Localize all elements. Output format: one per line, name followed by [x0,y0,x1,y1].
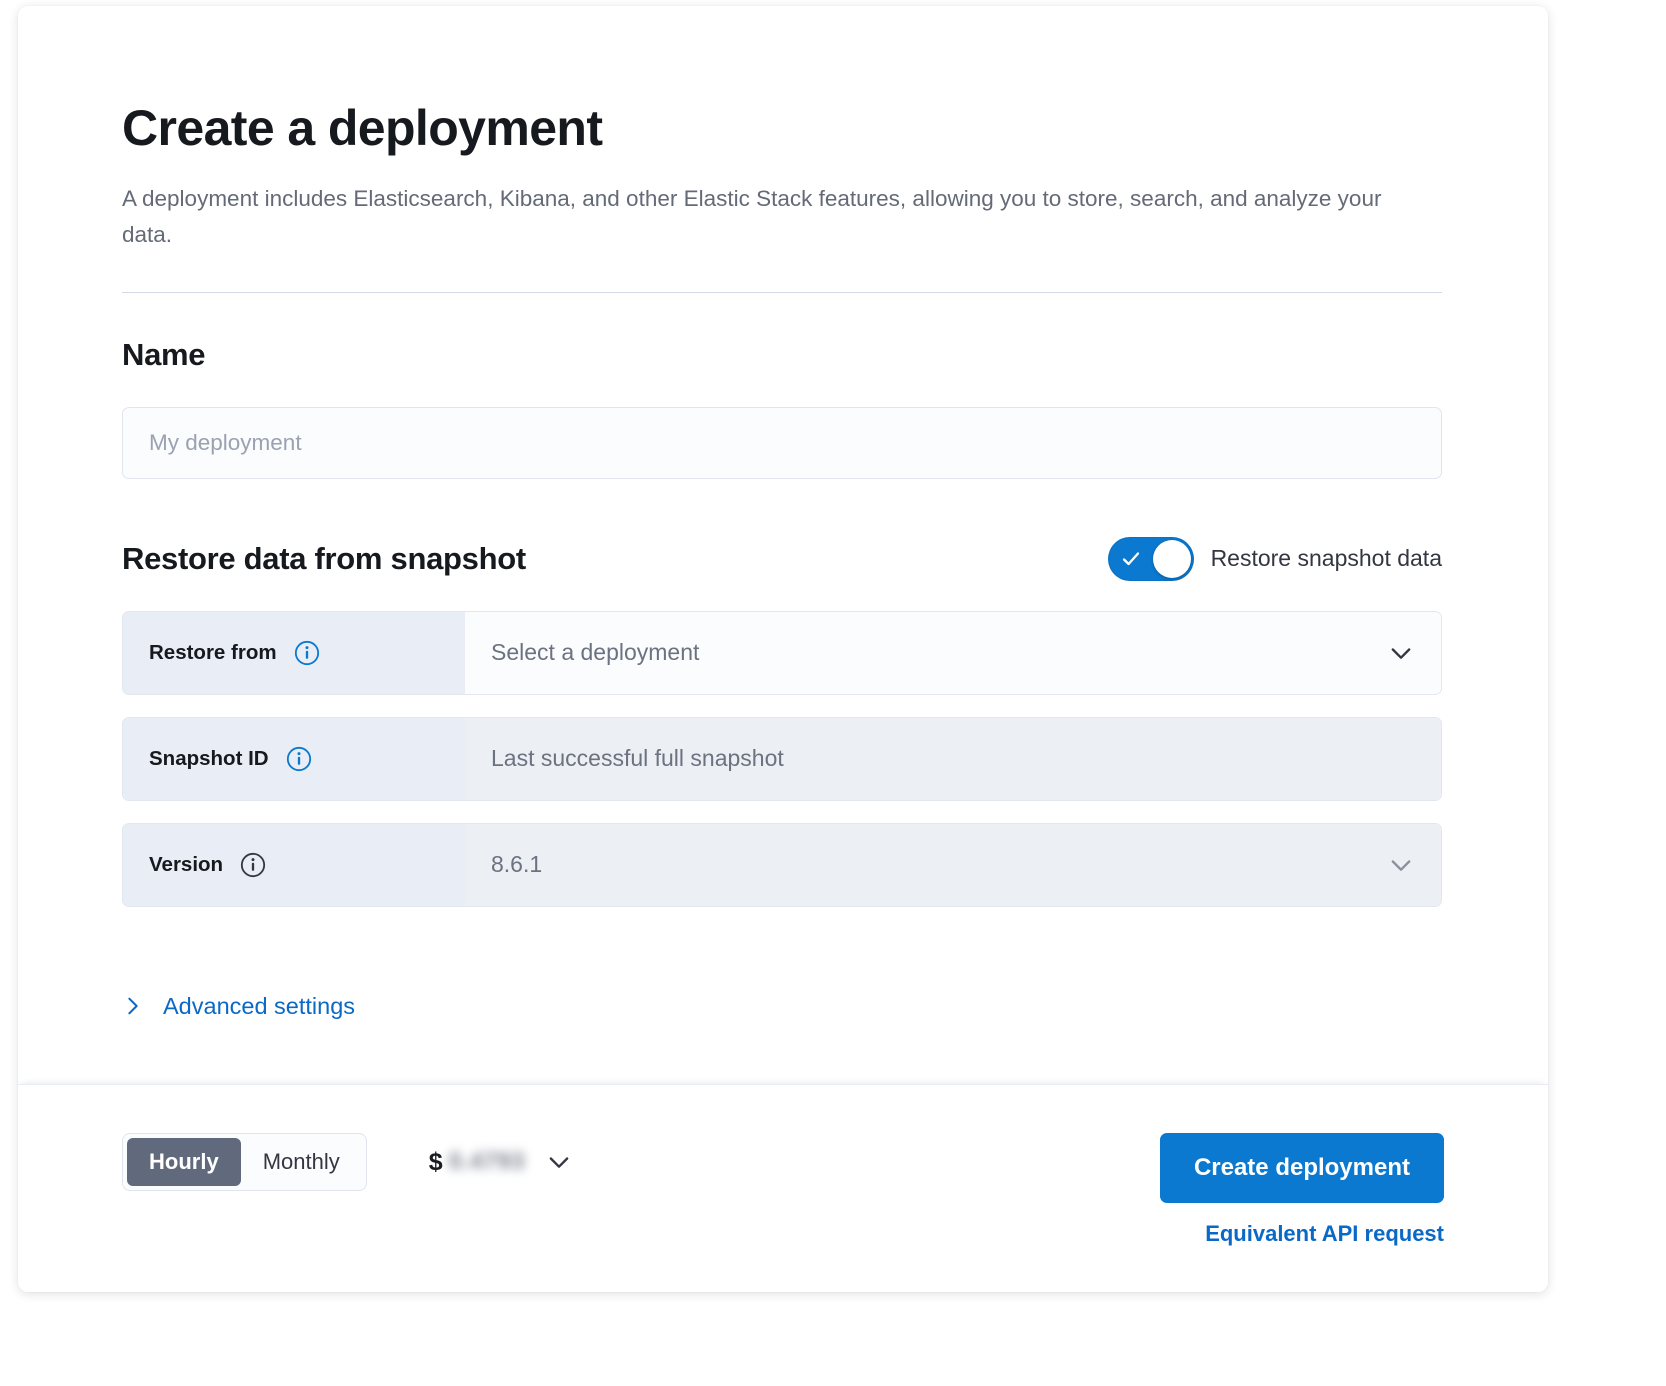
card-footer: Hourly Monthly $ 0.4793 Create deploymen… [18,1084,1548,1292]
create-deployment-card: Create a deployment A deployment include… [18,6,1548,1292]
toggle-knob [1152,539,1191,578]
chevron-right-icon [128,998,138,1015]
footer-inner: Hourly Monthly $ 0.4793 Create deploymen… [122,1085,1444,1292]
chevron-down-icon [1391,648,1411,659]
restore-form-rows: Restore from Select a deployment [122,610,1442,907]
header-divider [122,291,1442,293]
page-title: Create a deployment [122,100,603,156]
price-amount: 0.4793 [448,1148,526,1175]
advanced-settings-label: Advanced settings [163,992,356,1019]
footer-actions: Create deployment Equivalent API request [1159,1133,1444,1247]
snapshot-id-field: Last successful full snapshot [465,717,1441,800]
snapshot-id-label-cell: Snapshot ID [123,717,465,800]
deployment-name-input[interactable] [122,406,1442,479]
check-icon [1122,552,1139,566]
restore-section-header: Restore data from snapshot Restore snaps… [122,536,1442,581]
name-section-heading: Name [122,336,206,372]
info-circle-icon[interactable] [294,640,320,666]
restore-snapshot-toggle[interactable] [1107,536,1194,581]
restore-snapshot-toggle-label: Restore snapshot data [1210,545,1442,572]
version-value: 8.6.1 [491,851,543,878]
restore-snapshot-toggle-group[interactable]: Restore snapshot data [1107,536,1442,581]
price-summary[interactable]: $ 0.4793 [429,1133,573,1191]
version-select: 8.6.1 [465,823,1441,906]
snapshot-id-label: Snapshot ID [149,746,269,770]
billing-option-monthly[interactable]: Monthly [262,1149,340,1174]
name-section: Name [122,337,1442,479]
restore-from-label: Restore from [149,640,277,664]
info-circle-icon[interactable] [240,852,266,878]
card-body: Create a deployment A deployment include… [18,6,1548,1084]
chevron-down-icon[interactable] [545,1148,573,1176]
equivalent-api-request-link[interactable]: Equivalent API request [1205,1221,1444,1246]
restore-from-value: Select a deployment [491,639,700,666]
price-currency-symbol: $ [428,1147,443,1176]
snapshot-id-row: Snapshot ID Last successful full snapsho… [122,716,1442,801]
snapshot-id-value: Last successful full snapshot [491,745,784,772]
advanced-settings-toggle[interactable]: Advanced settings [122,993,355,1020]
page-description: A deployment includes Elasticsearch, Kib… [122,186,1382,248]
restore-section-heading: Restore data from snapshot [122,540,526,576]
billing-period-segmented-control[interactable]: Hourly Monthly [122,1133,367,1191]
info-circle-icon[interactable] [286,746,312,772]
billing-option-hourly[interactable]: Hourly [127,1138,241,1186]
version-row: Version 8.6.1 [122,822,1442,907]
restore-from-select[interactable]: Select a deployment [465,611,1441,694]
content-column: Create a deployment A deployment include… [122,102,1442,1024]
version-label-cell: Version [123,823,465,906]
restore-from-label-cell: Restore from [123,611,465,694]
restore-from-row: Restore from Select a deployment [122,610,1442,695]
version-label: Version [149,852,224,876]
create-deployment-button[interactable]: Create deployment [1159,1133,1444,1203]
chevron-down-icon [1391,860,1411,871]
